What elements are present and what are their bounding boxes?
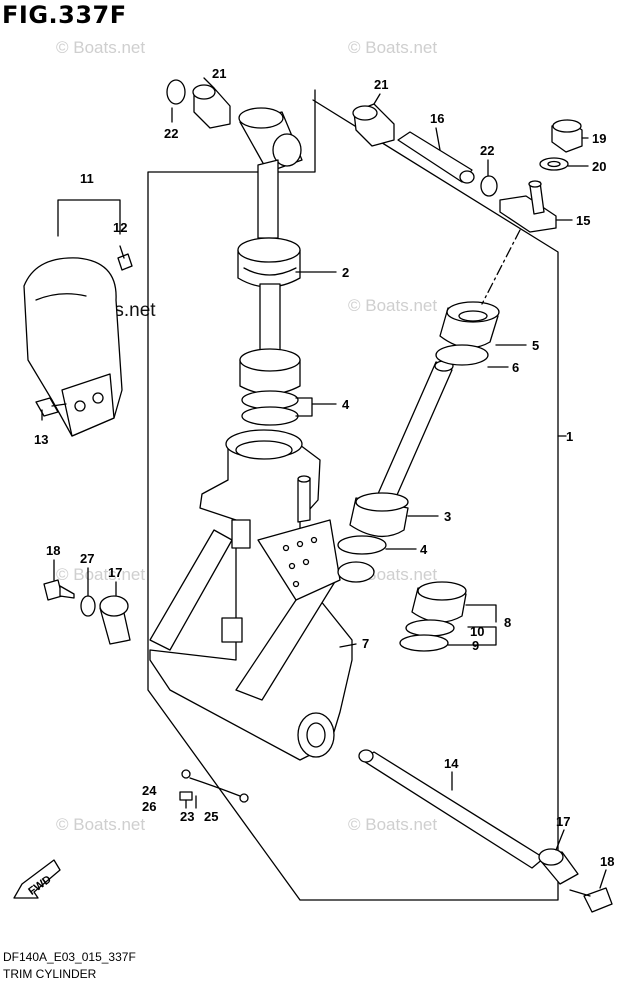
callout-4: 4	[420, 542, 428, 557]
centerline	[481, 229, 521, 305]
figure-code: DF140A_E03_015_337F	[3, 950, 136, 964]
callout-22: 22	[480, 143, 494, 158]
bottom-shaft-hardware	[358, 749, 613, 913]
watermark: © Boats.net	[56, 565, 146, 584]
cylinder-body	[149, 429, 375, 761]
callout-17: 17	[108, 565, 122, 580]
callout-14: 14	[444, 756, 459, 771]
callout-17: 17	[556, 814, 570, 829]
callout-23: 23	[180, 809, 194, 824]
watermark: © Boats.net	[348, 815, 438, 834]
callout-19: 19	[592, 131, 606, 146]
callout-4: 4	[342, 397, 350, 412]
callout-24: 24	[142, 783, 157, 798]
tilt-rod-assembly	[337, 301, 500, 652]
forward-arrow-icon	[13, 859, 61, 899]
callout-18: 18	[600, 854, 614, 869]
callout-9: 9	[472, 638, 479, 653]
cylinder-cover	[23, 253, 133, 437]
callout-25: 25	[204, 809, 218, 824]
watermark: © Boats.net	[348, 38, 438, 57]
callout-12: 12	[113, 220, 127, 235]
callout-20: 20	[592, 159, 606, 174]
watermark: © Boats.net	[56, 38, 146, 57]
callout-8: 8	[504, 615, 511, 630]
leader-lines	[41, 77, 607, 889]
callout-13: 13	[34, 432, 48, 447]
watermark: © Boats.net	[348, 296, 438, 315]
callout-21: 21	[212, 66, 226, 81]
callout-1: 1	[566, 429, 573, 444]
figure-title: FIG.337F	[2, 1, 127, 29]
callout-3: 3	[444, 509, 451, 524]
callout-2: 2	[342, 265, 349, 280]
ground-wire	[179, 769, 249, 809]
callout-11: 11	[80, 171, 94, 186]
piston-rod-assembly	[237, 107, 303, 426]
callout-15: 15	[576, 213, 590, 228]
left-pivot-hardware	[43, 579, 131, 645]
callout-6: 6	[512, 360, 519, 375]
callout-7: 7	[362, 636, 369, 651]
top-right-hardware	[352, 103, 583, 233]
callout-labels: 1 2 3 4 4 5 6 7 8 9 10 11 12 13 14 15 16…	[26, 66, 614, 898]
callout-16: 16	[430, 111, 444, 126]
assembly-outline	[147, 89, 559, 901]
callout-27: 27	[80, 551, 94, 566]
callout-26: 26	[142, 799, 156, 814]
top-left-bushing	[166, 79, 231, 129]
callout-21: 21	[374, 77, 388, 92]
callout-10: 10	[470, 624, 484, 639]
watermark: © Boats.net	[56, 815, 146, 834]
callout-18: 18	[46, 543, 60, 558]
figure-caption: TRIM CYLINDER	[3, 967, 97, 981]
callout-22: 22	[164, 126, 178, 141]
callout-5: 5	[532, 338, 539, 353]
